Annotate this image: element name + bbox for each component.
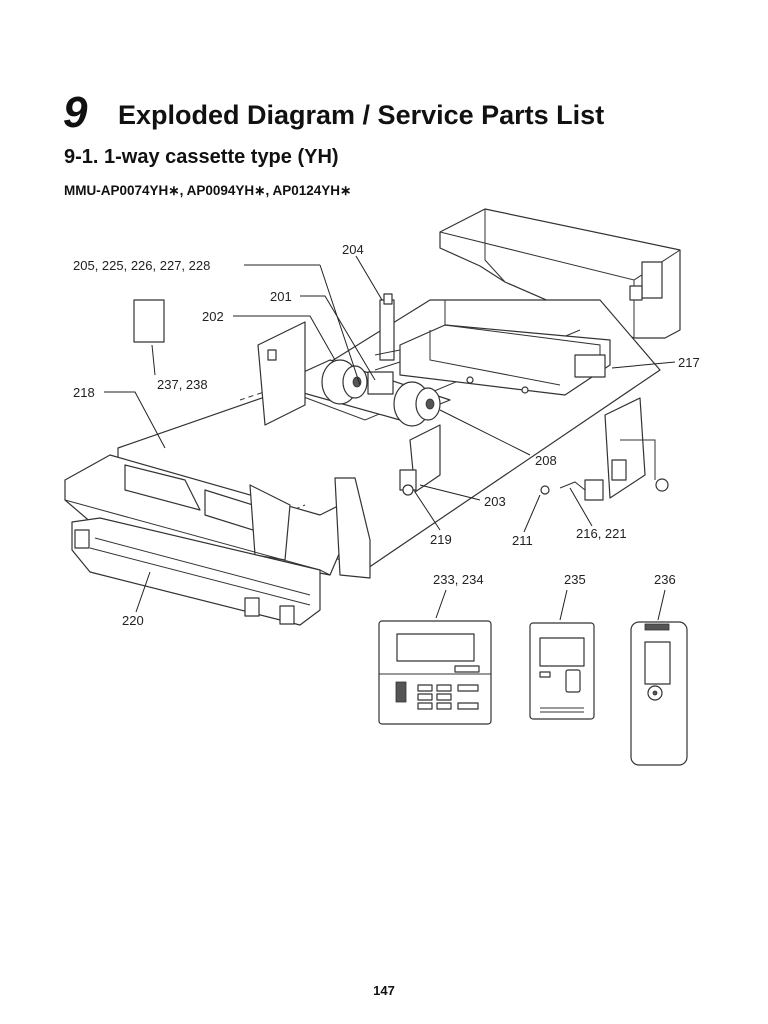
wired-remote-235 xyxy=(529,622,595,720)
callout-205: 205, 225, 226, 227, 228 xyxy=(73,258,210,273)
drain-pan-part xyxy=(399,300,611,396)
model-list: MMU-AP0074YH∗, AP0094YH∗, AP0124YH∗ xyxy=(64,183,352,198)
filter-card-part xyxy=(133,299,165,343)
top-cabinet-part xyxy=(439,208,681,339)
callout-233: 233, 234 xyxy=(433,572,484,587)
bottom-grille-part xyxy=(71,517,321,626)
wireless-remote-236 xyxy=(630,621,688,766)
callout-204: 204 xyxy=(342,242,364,257)
callout-235: 235 xyxy=(564,572,586,587)
callout-202: 202 xyxy=(202,309,224,324)
callout-218: 218 xyxy=(73,385,95,400)
fan-assembly-part xyxy=(274,359,451,427)
callout-220: 220 xyxy=(122,613,144,628)
page-number: 147 xyxy=(373,983,395,998)
callout-203: 203 xyxy=(484,494,506,509)
callout-216: 216, 221 xyxy=(576,526,627,541)
side-plate-part xyxy=(257,321,306,426)
chapter-title: Exploded Diagram / Service Parts List xyxy=(118,100,605,130)
section-title: 9-1. 1-way cassette type (YH) xyxy=(64,146,339,168)
control-bracket-part xyxy=(399,424,441,496)
motor-bracket-part xyxy=(374,293,401,371)
electrical-box-part xyxy=(540,397,669,501)
callout-201: 201 xyxy=(270,289,292,304)
callout-236: 236 xyxy=(654,572,676,587)
wired-remote-233 xyxy=(378,620,492,725)
callout-208: 208 xyxy=(535,453,557,468)
leader-lines xyxy=(104,255,676,621)
callout-237: 237, 238 xyxy=(157,377,208,392)
chapter-number: 9 xyxy=(63,88,88,137)
callout-211: 211 xyxy=(512,533,533,548)
callout-219: 219 xyxy=(430,532,452,547)
front-panel-part xyxy=(64,454,371,579)
callout-217: 217 xyxy=(678,355,700,370)
